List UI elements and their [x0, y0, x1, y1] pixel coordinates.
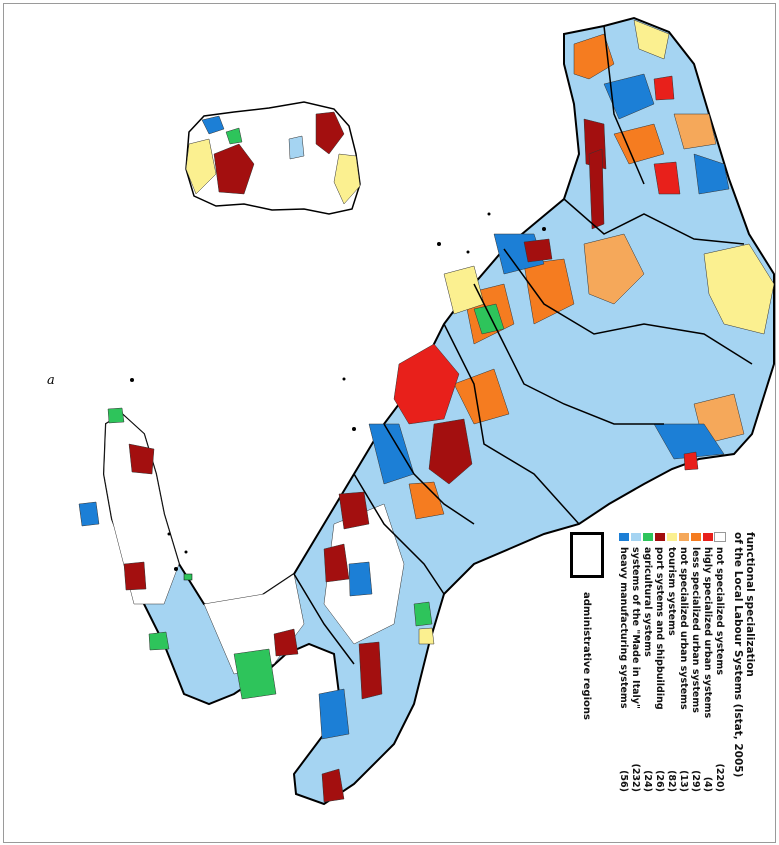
region-north-yellow1 [633, 19, 670, 60]
region-south-blue2 [348, 561, 373, 597]
legend-swatch [618, 532, 630, 542]
legend-swatch [642, 532, 654, 542]
legend-item: systems of the "Made in Italy" (232) [630, 532, 642, 832]
legend-items: not specialized systems(220)higly specia… [618, 532, 726, 832]
region-central-orange [408, 481, 445, 520]
region-sardinia-lightblue [288, 135, 305, 160]
legend-item-count: (29) [690, 770, 702, 792]
map-frame: a [3, 3, 776, 843]
legend-item: less specialized urban systems (29) [690, 532, 702, 832]
region-central-darkred [428, 418, 473, 485]
region-west-darkred [123, 561, 147, 591]
region-sardinia-green [225, 127, 243, 145]
region-south-red5 [273, 628, 299, 657]
region-mid-orange1 [583, 233, 645, 305]
region-north-red3 [653, 161, 681, 195]
legend-admin-row: administrative regions [570, 532, 604, 832]
region-mid-red1 [523, 238, 553, 263]
island-green [183, 573, 193, 581]
region-north-blue1 [603, 73, 655, 120]
region-sardinia-blue [201, 115, 225, 135]
legend-item-label: higly specialized urban systems [702, 547, 714, 719]
region-mid-orange2 [523, 258, 575, 325]
region-sardinia-yellow2 [333, 153, 361, 205]
region-south-red1 [338, 491, 370, 530]
administrative-boundaries [293, 25, 753, 665]
legend-item-count: (24) [642, 770, 654, 792]
legend-item: agricultural systems (24) [642, 532, 654, 832]
region-west-red [128, 443, 155, 475]
region-south-yellow1 [418, 627, 435, 645]
legend-item-label: heavy manufacturing systems [618, 547, 630, 709]
legend-swatch [678, 532, 690, 542]
region-mid-yellow1 [703, 243, 775, 335]
region-west-blue [78, 501, 100, 527]
region-north-red1 [653, 75, 675, 101]
legend-swatch [666, 532, 678, 542]
region-sardinia-red1 [213, 143, 255, 195]
region-north-orange3 [673, 113, 717, 150]
legend-item-count: (232) [630, 763, 642, 792]
legend-item-count: (82) [666, 770, 678, 792]
region-sardinia-yellow1 [185, 138, 217, 195]
legend-swatch [702, 532, 714, 542]
legend-item: higly specialized urban systems (4) [702, 532, 714, 832]
legend-item-count: (4) [702, 776, 714, 792]
admin-regions-swatch [570, 532, 604, 578]
region-north-blue2 [693, 153, 730, 195]
legend-item-label: tourism systems [666, 547, 678, 636]
legend-swatch [654, 532, 666, 542]
legend-item: tourism systems (82) [666, 532, 678, 832]
legend-item-label: agricultural systems [642, 547, 654, 657]
small-islands [130, 212, 546, 571]
region-sardinia-red2 [315, 111, 345, 155]
legend-swatch [714, 532, 726, 542]
region-south-red2 [323, 543, 350, 583]
region-coast-blue [653, 423, 725, 460]
legend-item: not specialized systems (220) [714, 532, 726, 832]
legend-item-count: (56) [618, 770, 630, 792]
region-south-red4 [321, 768, 345, 803]
legend-item-label: not specialized urban systems [678, 547, 690, 710]
region-south-green3 [148, 631, 170, 651]
region-west-white [103, 413, 180, 605]
region-mid-green1 [473, 303, 505, 335]
region-south-green2 [413, 601, 433, 627]
region-south-green1 [233, 648, 277, 700]
region-central-red [393, 343, 460, 425]
legend-item-count: (26) [654, 770, 666, 792]
legend-item-label: port systems and shipbuilding [654, 547, 666, 710]
legend-item-label: systems of the "Made in Italy" [630, 547, 642, 709]
mainland-italy [78, 16, 775, 806]
legend-item: heavy manufacturing systems (56) [618, 532, 630, 832]
region-north-orange2 [613, 123, 665, 165]
legend-item: port systems and shipbuilding (26) [654, 532, 666, 832]
legend-item: not specialized urban systems (13) [678, 532, 690, 832]
legend-swatch [630, 532, 642, 542]
legend-item-label: not specialized systems [714, 547, 726, 675]
region-west-green [107, 407, 125, 424]
region-coast-red2 [683, 451, 699, 471]
legend-item-count: (220) [714, 763, 726, 792]
region-north-orange1 [573, 33, 615, 80]
region-south-blue1 [318, 688, 350, 740]
legend-swatch [690, 532, 702, 542]
legend: functional specialization of the Local L… [566, 532, 756, 832]
legend-item-count: (13) [678, 770, 690, 792]
legend-item-label: less specialized urban systems [690, 547, 702, 713]
legend-title-line1: functional specialization [744, 532, 756, 677]
legend-title-line2: of the Local Labour Systems (Istat, 2005… [732, 532, 744, 778]
admin-regions-label: administrative regions [581, 592, 593, 720]
italy-map: a [47, 16, 775, 806]
sardinia-island [185, 101, 361, 215]
region-south-red3 [358, 641, 383, 700]
region-coast-red [588, 148, 605, 230]
map-panel-label: a [47, 373, 55, 388]
region-mid-orange4 [453, 368, 510, 425]
